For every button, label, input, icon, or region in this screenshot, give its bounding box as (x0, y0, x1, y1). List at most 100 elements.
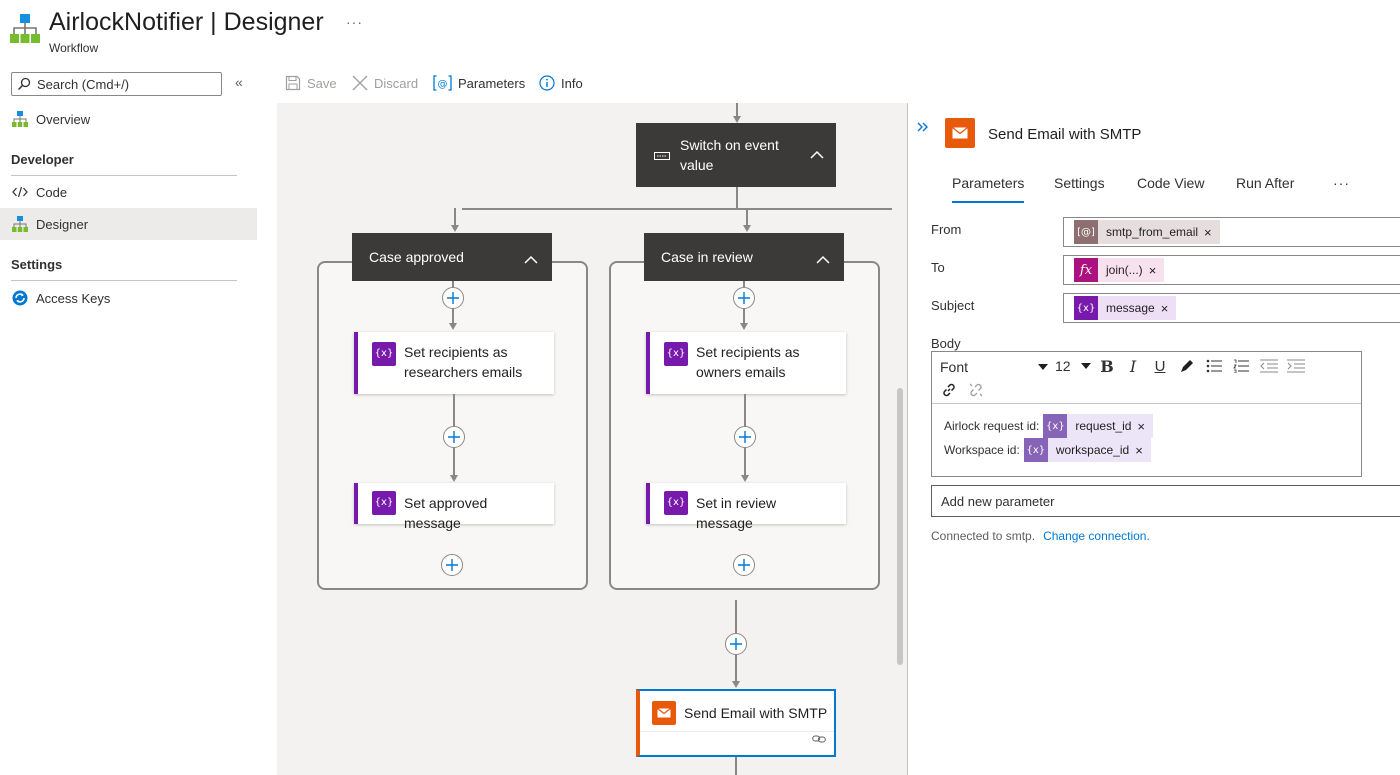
info-button[interactable]: Info (539, 72, 583, 94)
add-step-button[interactable] (733, 287, 755, 309)
action-label: Set recipients as researchers emails (404, 344, 523, 380)
tab-code-view[interactable]: Code View (1137, 175, 1205, 191)
close-icon (352, 75, 368, 91)
connection-text: Connected to smtp. (931, 529, 1036, 543)
discard-button[interactable]: Discard (352, 72, 418, 94)
add-step-button[interactable] (733, 554, 755, 576)
case-approved-header[interactable]: Case approved (352, 233, 552, 281)
token-label: workspace_id (1055, 443, 1130, 457)
increase-indent-button[interactable] (1286, 356, 1306, 376)
italic-button[interactable]: I (1123, 356, 1143, 376)
link-icon (812, 731, 826, 749)
plus-icon (447, 292, 459, 304)
connector-arrow (732, 681, 740, 688)
decrease-indent-button[interactable] (1259, 356, 1279, 376)
send-email-action-card[interactable]: Send Email with SMTP (636, 689, 836, 757)
add-step-button[interactable] (443, 426, 465, 448)
add-new-parameter-select[interactable]: Add new parameter (931, 485, 1400, 517)
underline-button[interactable]: U (1150, 356, 1170, 376)
remove-token-button[interactable]: × (1135, 442, 1143, 458)
function-icon: fx (1074, 258, 1098, 282)
bullet-list-icon (1206, 359, 1222, 373)
case-review-header[interactable]: Case in review (644, 233, 844, 281)
variable-token[interactable]: {x} message × (1074, 296, 1177, 320)
variable-icon: {x} (1043, 414, 1068, 438)
sidebar-item-code[interactable]: Code (0, 176, 257, 208)
switch-label: Switch on event value (680, 137, 779, 173)
indent-icon (1287, 359, 1305, 373)
subject-field[interactable]: {x} message × (1063, 293, 1400, 323)
divider (11, 280, 237, 281)
token-label: request_id (1075, 419, 1132, 433)
remove-token-button[interactable]: × (1148, 262, 1157, 278)
chevron-up-icon[interactable] (816, 251, 830, 267)
remove-token-button[interactable]: × (1137, 418, 1146, 434)
canvas-scrollbar[interactable] (897, 388, 903, 665)
token-label: message (1106, 301, 1155, 315)
tab-run-after[interactable]: Run After (1236, 175, 1295, 191)
sidebar-item-designer[interactable]: Designer (0, 208, 257, 240)
remove-token-button[interactable]: × (1204, 224, 1212, 240)
plus-icon (738, 292, 750, 304)
add-step-button[interactable] (734, 426, 756, 448)
remove-token-button[interactable]: × (1160, 300, 1169, 316)
font-color-button[interactable] (1177, 356, 1197, 376)
tab-settings[interactable]: Settings (1054, 175, 1105, 191)
collapse-sidebar-button[interactable]: « (235, 74, 243, 90)
switch-action-card[interactable]: Switch on event value (636, 123, 836, 187)
sidebar-item-label: Designer (36, 216, 89, 232)
variable-token[interactable]: {x} workspace_id × (1023, 438, 1151, 462)
panel-title: Send Email with SMTP (988, 126, 1142, 143)
tab-parameters[interactable]: Parameters (952, 175, 1025, 203)
parameters-label: Parameters (458, 75, 526, 91)
sidebar-item-label: Overview (36, 111, 91, 127)
set-variable-action-card[interactable]: {x} Set recipients as researchers emails (354, 332, 554, 394)
editor-content[interactable]: Airlock request id: {x} request_id × Wor… (932, 404, 1361, 462)
add-step-button[interactable] (725, 633, 747, 655)
link-icon (943, 383, 955, 397)
set-variable-action-card[interactable]: {x} Set in review message (646, 483, 846, 531)
connector-arrow (743, 225, 751, 232)
font-size-select[interactable]: 12 (1055, 358, 1091, 374)
caret-down-icon (1038, 364, 1048, 370)
add-step-button[interactable] (441, 554, 463, 576)
plus-icon (738, 559, 750, 571)
expand-panel-button[interactable] (916, 120, 930, 137)
page-subtitle: Workflow (49, 41, 99, 55)
chevron-up-icon[interactable] (524, 251, 538, 267)
remove-link-button[interactable] (966, 380, 986, 400)
italic-icon: I (1129, 356, 1137, 376)
add-step-button[interactable] (442, 287, 464, 309)
bold-button[interactable]: B (1097, 356, 1117, 376)
font-family-select[interactable]: Font (940, 358, 1048, 376)
connector (736, 103, 738, 116)
parameters-button[interactable]: @ Parameters (433, 72, 525, 94)
save-button[interactable]: Save (285, 72, 337, 94)
bullet-list-button[interactable] (1204, 356, 1224, 376)
to-field[interactable]: fx join(...) × (1063, 255, 1400, 285)
sidebar-item-label: Code (36, 184, 68, 200)
plus-icon (730, 638, 742, 650)
section-settings: Settings (11, 257, 63, 272)
set-variable-action-card[interactable]: {x} Set recipients as owners emails (646, 332, 846, 394)
font-size-value: 12 (1055, 358, 1071, 374)
more-options-button[interactable]: ··· (346, 14, 363, 30)
numbered-list-button[interactable] (1231, 356, 1251, 376)
parameter-token[interactable]: [@] smtp_from_email × (1074, 220, 1220, 244)
body-editor[interactable]: Font 12 B I U (931, 351, 1362, 477)
tabs-more-button[interactable]: ··· (1333, 175, 1350, 191)
chevron-up-icon[interactable] (810, 146, 824, 162)
set-variable-action-card[interactable]: {x} Set approved message (354, 483, 554, 531)
connector (462, 208, 892, 210)
plus-icon (739, 431, 751, 443)
insert-link-button[interactable] (939, 380, 959, 400)
sidebar-item-access-keys[interactable]: Access Keys (0, 282, 257, 314)
expression-token[interactable]: fx join(...) × (1074, 258, 1165, 282)
variable-icon: {x} (664, 342, 688, 366)
from-field[interactable]: [@] smtp_from_email × (1063, 217, 1400, 247)
search-input[interactable]: Search (Cmd+/) (11, 72, 222, 96)
sidebar-item-overview[interactable]: Overview (0, 103, 257, 135)
page-name: Designer (223, 8, 324, 36)
variable-token[interactable]: {x} request_id × (1043, 414, 1154, 438)
change-connection-link[interactable]: Change connection. (1043, 529, 1150, 543)
